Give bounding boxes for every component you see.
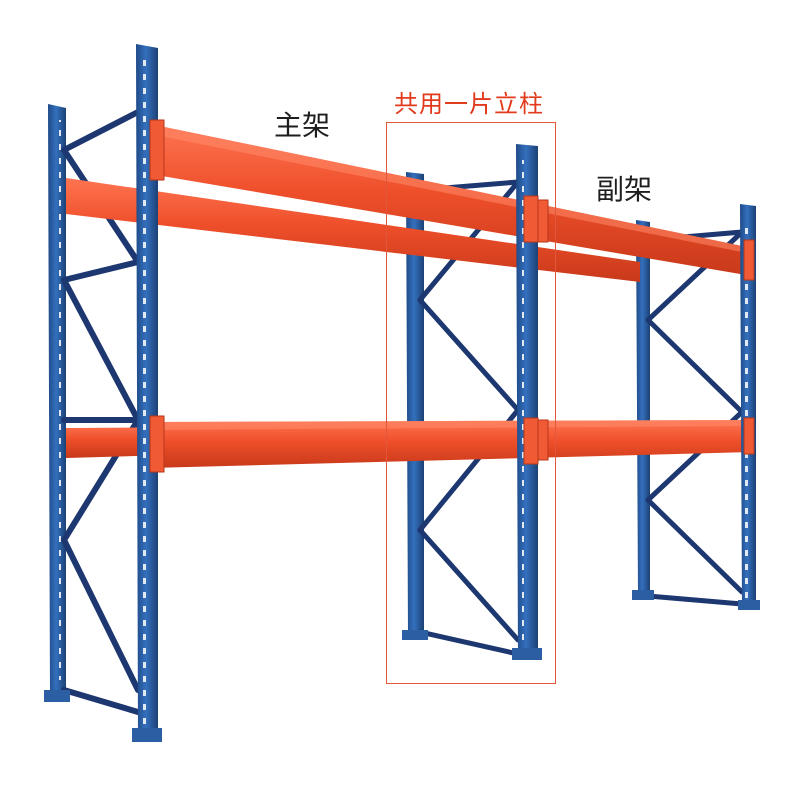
rear-upright-middle: [406, 172, 424, 638]
sub-frame-label: 副架: [596, 173, 653, 206]
upper-rear-beam: [66, 178, 640, 282]
rear-footplates: [44, 590, 654, 702]
front-upright-right: [738, 204, 760, 610]
beam-connectors: [149, 119, 755, 473]
upper-front-beam: [150, 124, 752, 276]
sub-frame-bracing: [645, 229, 745, 607]
front-upright-middle: [512, 144, 542, 660]
rear-upright-right: [636, 220, 650, 598]
rear-upright-left: [48, 104, 66, 702]
shared-upright-callout-box: [386, 122, 556, 684]
front-upright-left: [132, 44, 162, 742]
lower-front-beam: [150, 420, 752, 468]
shared-upright-label: 共用一片立柱: [394, 90, 544, 118]
main-frame-label: 主架: [274, 109, 331, 142]
